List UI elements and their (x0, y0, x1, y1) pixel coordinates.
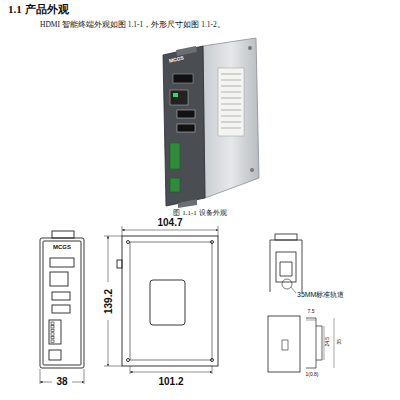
device-photo (163, 38, 259, 208)
figure-caption: 图 1.1-1 设备外观 (173, 210, 226, 218)
rail-view (268, 234, 334, 372)
dimension: 38 (56, 376, 67, 387)
section-heading: 1.1 产品外观 (8, 3, 69, 15)
front-view (40, 231, 84, 384)
dimension: 24.5 (325, 337, 331, 347)
body-text: HDMI 智能终端外观如图 1.1-1，外形尺寸如图 1.1-2。 (40, 21, 225, 29)
dimension: 101.2 (158, 376, 183, 387)
dimension: 104.7 (157, 217, 182, 228)
callout-text: 35MM标准轨道 (297, 291, 344, 299)
dimension: 7.5 (308, 309, 315, 315)
dimension: 1(0.8) (305, 372, 318, 378)
dimension: 139.2 (103, 288, 114, 313)
dimension: 35 (337, 339, 343, 345)
brand-logo: MCGS (53, 244, 71, 251)
side-view (104, 226, 218, 374)
